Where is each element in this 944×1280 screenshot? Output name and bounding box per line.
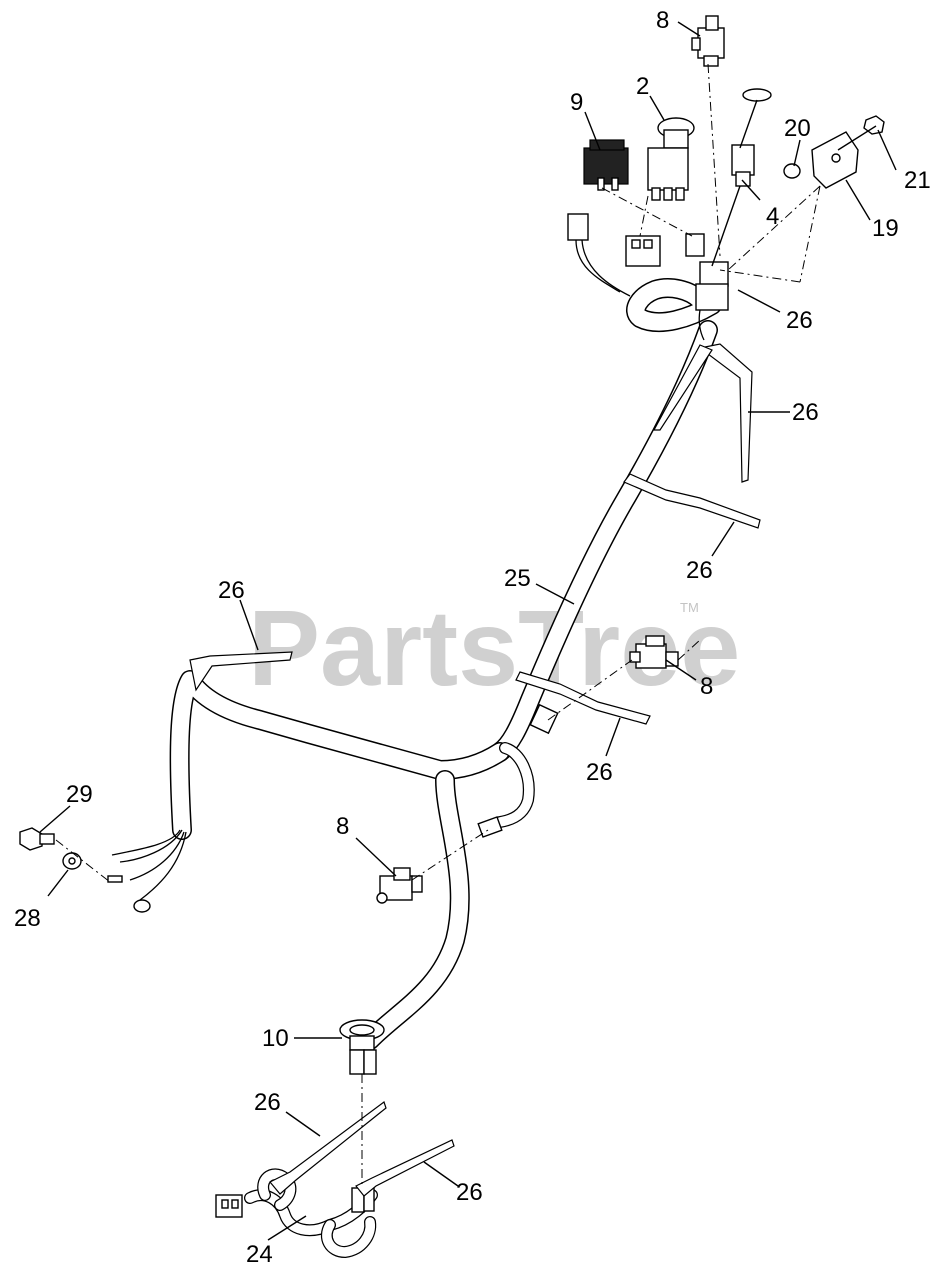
bolt-21 [863,115,885,135]
callout-labels: 8 9 2 20 21 4 19 26 26 26 25 26 8 26 29 … [14,7,931,1268]
callout-26-e: 26 [586,759,613,786]
top-left-connector [567,213,631,297]
switch-8-top [691,15,725,67]
callout-9: 9 [570,89,583,116]
inline-connector [477,816,503,838]
callout-19: 19 [872,215,899,242]
switch-8-left [376,867,423,904]
assembly-lines [55,63,821,1188]
callout-4: 4 [766,203,779,230]
callout-26-d: 26 [218,577,245,604]
relay-9 [583,139,629,191]
harness-connector-right [529,703,559,735]
callout-26-f: 26 [254,1089,281,1116]
callout-8-top: 8 [656,7,669,34]
callout-2: 2 [636,73,649,100]
grommet-10 [339,1019,385,1075]
callout-26-a: 26 [786,307,813,334]
callout-21: 21 [904,167,931,194]
callout-29: 29 [66,781,93,808]
watermark-trademark: TM [680,600,699,615]
washer-28 [62,852,82,870]
bolt-21-lead [837,125,877,151]
switch-4-lead [739,99,758,149]
cable-ties [189,343,761,1197]
key-switch-2 [647,117,695,201]
bracket-19 [811,131,859,189]
main-harness [169,278,722,1050]
callout-28: 28 [14,905,41,932]
callout-24: 24 [246,1241,273,1268]
ground-wires [107,829,187,913]
callout-8-right: 8 [700,673,713,700]
callout-8-left: 8 [336,813,349,840]
leader-lines [39,21,897,1241]
nut-20 [783,163,801,179]
callout-26-g: 26 [456,1179,483,1206]
callout-25: 25 [504,565,531,592]
callout-26-b: 26 [792,399,819,426]
switch-8-right [629,635,679,669]
callout-10: 10 [262,1025,289,1052]
callout-26-c: 26 [686,557,713,584]
switch-4 [731,88,772,187]
top-harness-connectors [685,233,729,341]
bolt-29 [19,827,55,851]
key-plug [625,235,661,267]
switch-4-wire [711,185,741,267]
lower-connectors [215,1184,375,1218]
callout-20: 20 [784,115,811,142]
